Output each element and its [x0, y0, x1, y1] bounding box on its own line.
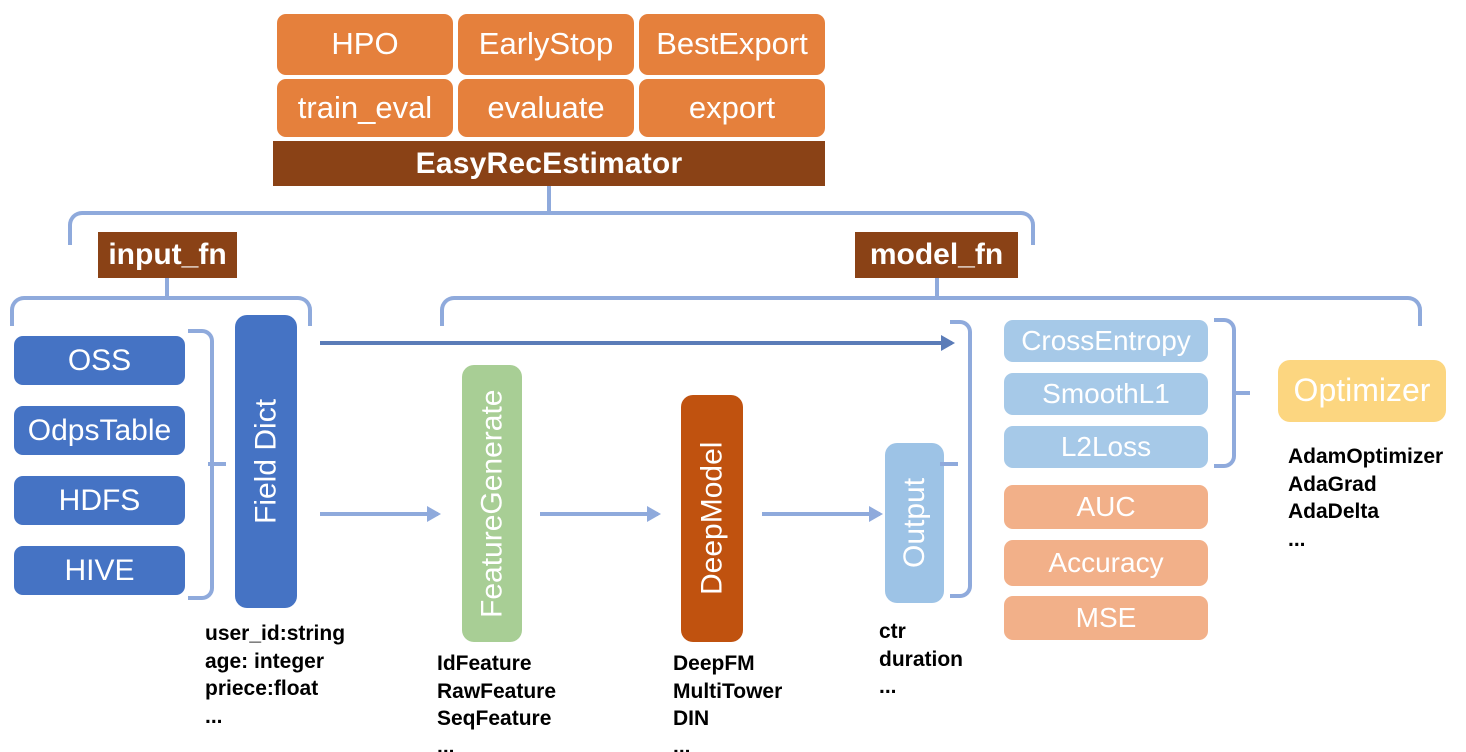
- estimator-op-hpo[interactable]: HPO: [277, 14, 453, 75]
- input-fn-bracket: [10, 296, 312, 326]
- estimator-op-bestexport[interactable]: BestExport: [639, 14, 825, 75]
- estimator-op-train-eval[interactable]: train_eval: [277, 79, 453, 137]
- arrow-fielddict-to-featuregenerate: [320, 512, 438, 516]
- metric-box-mse[interactable]: MSE: [1004, 596, 1208, 640]
- source-box-hive[interactable]: HIVE: [14, 546, 185, 595]
- model-fn-bracket-stem: [935, 278, 939, 298]
- arrow-fielddict-to-output: [320, 341, 952, 345]
- metric-box-auc[interactable]: AUC: [1004, 485, 1208, 529]
- loss-box-l2loss[interactable]: L2Loss: [1004, 426, 1208, 468]
- optimizer-box[interactable]: Optimizer: [1278, 360, 1446, 422]
- estimator-branch-bracket: [68, 211, 1035, 245]
- feature-generate-caption: IdFeature RawFeature SeqFeature ...: [437, 652, 557, 752]
- output-caption: ctr duration ...: [879, 620, 963, 699]
- estimator-op-earlystop[interactable]: EarlyStop: [458, 14, 634, 75]
- field-dict-caption: user_id:string age: integer priece:float…: [205, 622, 346, 729]
- model-fn-bracket: [440, 296, 1422, 326]
- estimator-op-export[interactable]: export: [639, 79, 825, 137]
- branch-label-input-fn[interactable]: input_fn: [98, 232, 237, 278]
- sources-group-bracket-tick: [208, 462, 226, 466]
- loss-group-bracket-tick: [1232, 391, 1250, 395]
- loss-box-smoothl1[interactable]: SmoothL1: [1004, 373, 1208, 415]
- output-group-bracket-tick: [940, 462, 958, 466]
- estimator-op-evaluate[interactable]: evaluate: [458, 79, 634, 137]
- source-box-odpstable[interactable]: OdpsTable: [14, 406, 185, 455]
- source-box-oss[interactable]: OSS: [14, 336, 185, 385]
- metric-box-accuracy[interactable]: Accuracy: [1004, 540, 1208, 586]
- deep-model-caption: DeepFM MultiTower DIN ...: [673, 652, 783, 752]
- output-box[interactable]: Output: [885, 443, 944, 603]
- optimizer-caption: AdamOptimizer AdaGrad AdaDelta ...: [1288, 445, 1444, 552]
- estimator-bracket-stem: [547, 186, 551, 214]
- loss-box-crossentropy[interactable]: CrossEntropy: [1004, 320, 1208, 362]
- arrow-featuregenerate-to-deepmodel: [540, 512, 658, 516]
- deep-model-box[interactable]: DeepModel: [681, 395, 743, 642]
- field-dict-box[interactable]: Field Dict: [235, 315, 297, 608]
- input-fn-bracket-stem: [165, 278, 169, 298]
- output-group-bracket: [950, 320, 972, 598]
- source-box-hdfs[interactable]: HDFS: [14, 476, 185, 525]
- feature-generate-box[interactable]: FeatureGenerate: [462, 365, 522, 642]
- easyrec-estimator-bar[interactable]: EasyRecEstimator: [273, 141, 825, 186]
- branch-label-model-fn[interactable]: model_fn: [855, 232, 1018, 278]
- arrow-deepmodel-to-output: [762, 512, 880, 516]
